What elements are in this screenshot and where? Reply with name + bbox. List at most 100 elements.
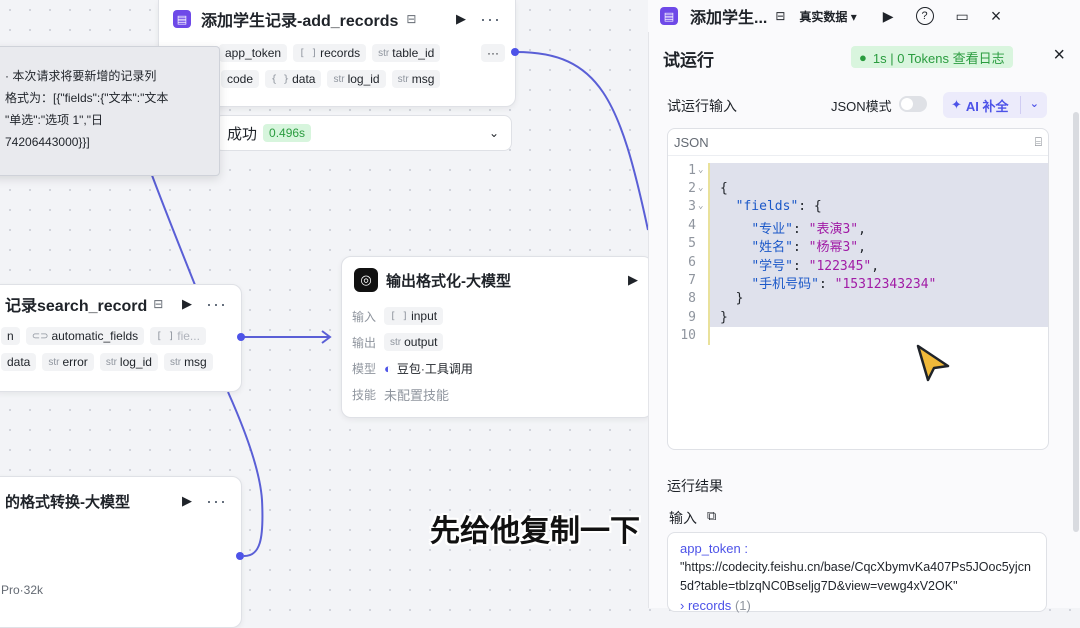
code-line: "手机号码": "15312343234": [751, 277, 937, 292]
json-editor[interactable]: JSON ⌸ 1 2 3 4 5 6 7 8 9 10 ⌄ ⌄ ⌄ { "fie…: [667, 128, 1049, 450]
output-port[interactable]: [236, 552, 244, 560]
tooltip-line: 格式为：[{"fields":{"文本":"文本: [5, 91, 169, 105]
table-icon: ▤: [173, 10, 191, 28]
status-time: 0.496s: [263, 124, 312, 142]
llm-icon: ◎: [354, 268, 378, 292]
run-node-button[interactable]: ▶: [182, 296, 193, 311]
fold-icon[interactable]: ⌄: [698, 183, 704, 193]
plugin-icon: ⊟: [406, 12, 417, 26]
clear-icon[interactable]: ⌸: [1034, 134, 1042, 149]
node-title: 输出格式化-大模型: [386, 272, 511, 290]
code-line: "fields": {: [735, 199, 822, 214]
model-name: 豆包·工具调用: [396, 361, 473, 376]
more-options-button[interactable]: ···: [480, 8, 501, 29]
more-options-button[interactable]: ···: [206, 490, 227, 511]
table-icon: ▤: [660, 7, 678, 25]
close-icon[interactable]: ×: [990, 5, 1002, 26]
video-subtitle: 先给他复制一下: [430, 515, 640, 548]
connection-lines: [149, 51, 649, 557]
node-title: 的格式转换-大模型: [5, 493, 130, 511]
node-detail-topbar: ▤ 添加学生... ⊟ 真实数据 ▾ ▶ ? ▭ ×: [648, 0, 1080, 32]
copy-icon[interactable]: ⧉: [707, 508, 717, 523]
panel-title: 试运行: [663, 51, 714, 70]
code-line: "学号": "122345",: [751, 259, 880, 274]
ai-fill-button[interactable]: ✦ AI 补全 ⌄: [943, 92, 1047, 118]
node-search-record[interactable]: 记录search_record ⊟ ▶ ··· n ⊂⊃automatic_fi…: [0, 284, 242, 392]
json-mode-label: JSON模式: [831, 99, 892, 114]
doubao-icon: ◐: [384, 360, 392, 376]
code-line: "姓名": "杨幂3",: [751, 240, 866, 255]
sidebar-icon[interactable]: ▭: [955, 7, 969, 24]
run-status-bar[interactable]: 成功 0.496s ⌄: [214, 115, 512, 151]
text-cursor: [708, 163, 710, 345]
node-name: 添加学生...: [690, 10, 768, 27]
run-result-badge[interactable]: ● 1s | 0 Tokens 查看日志: [851, 46, 1013, 68]
plugin-icon: ⊟: [775, 9, 786, 23]
close-icon[interactable]: ×: [1053, 44, 1065, 66]
chevron-down-icon[interactable]: ⌄: [488, 126, 499, 140]
output-port[interactable]: [511, 48, 519, 56]
more-params-button[interactable]: ···: [481, 44, 505, 62]
fold-icon[interactable]: ⌄: [698, 201, 704, 211]
run-node-button[interactable]: ▶: [628, 272, 638, 287]
model-row: 模型 ◐ 豆包·工具调用: [352, 360, 473, 376]
tooltip-line: "单选":"选项 1","日: [5, 113, 103, 127]
editor-label: JSON: [674, 134, 709, 150]
param-tag: n: [1, 327, 20, 345]
plugin-icon: ⊟: [153, 297, 164, 311]
status-text: 成功: [227, 125, 258, 143]
panel-scrollbar[interactable]: [1073, 112, 1079, 532]
param-tag: [ ]input: [384, 307, 444, 325]
tooltip-line: 74206443000}}]: [5, 135, 90, 149]
model-footer: Pro·32k: [1, 583, 44, 597]
skill-row: 技能 未配置技能: [342, 381, 652, 407]
param-tag: data: [1, 353, 37, 371]
tooltip-line: · 本次请求将要新增的记录列: [5, 69, 157, 83]
input-section-label: 试运行输入: [667, 98, 737, 114]
input-params-row: n ⊂⊃automatic_fields [ ]fie...: [0, 323, 241, 349]
run-node-button[interactable]: ▶: [456, 11, 467, 26]
node-title: 记录search_record: [5, 298, 148, 315]
output-port[interactable]: [237, 333, 245, 341]
param-tag: [ ]fie...: [150, 327, 206, 345]
code-line: }: [720, 291, 744, 306]
code-line: {: [720, 181, 728, 196]
result-input-box: app_token : "https://codecity.feishu.cn/…: [667, 532, 1047, 613]
help-icon[interactable]: ?: [915, 7, 934, 25]
records-row[interactable]: › records (1): [680, 598, 751, 613]
param-tooltip: · 本次请求将要新增的记录列 格式为：[{"fields":{"文本":"文本 …: [0, 46, 220, 176]
result-section-label: 运行结果: [667, 478, 723, 494]
data-mode-select[interactable]: 真实数据 ▾: [799, 9, 857, 24]
chevron-down-icon[interactable]: ⌄: [1029, 98, 1039, 110]
test-run-panel: 试运行 ● 1s | 0 Tokens 查看日志 × 试运行输入 JSON模式 …: [648, 32, 1080, 613]
param-tag: app_token: [219, 44, 288, 62]
param-tag: ⊂⊃automatic_fields: [25, 327, 145, 345]
run-button[interactable]: ▶: [882, 7, 894, 24]
param-tag: [ ]records: [293, 44, 367, 62]
result-key: app_token :: [680, 541, 748, 556]
code-line: }: [720, 310, 728, 325]
node-convert-llm[interactable]: 的格式转换-大模型 ▶ ··· Pro·32k: [0, 476, 242, 628]
node-title: 添加学生记录-add_records: [201, 13, 399, 30]
result-input-label: 输入: [669, 510, 697, 526]
json-mode-toggle[interactable]: [899, 96, 927, 112]
check-circle-icon: ●: [859, 49, 867, 65]
input-row: 输入 [ ]input: [342, 303, 652, 329]
sparkle-icon: ✦: [951, 97, 962, 112]
fold-icon[interactable]: ⌄: [698, 165, 704, 175]
run-node-button[interactable]: ▶: [182, 493, 193, 508]
code-line: "专业": "表演3",: [751, 222, 866, 237]
more-options-button[interactable]: ···: [206, 293, 227, 314]
